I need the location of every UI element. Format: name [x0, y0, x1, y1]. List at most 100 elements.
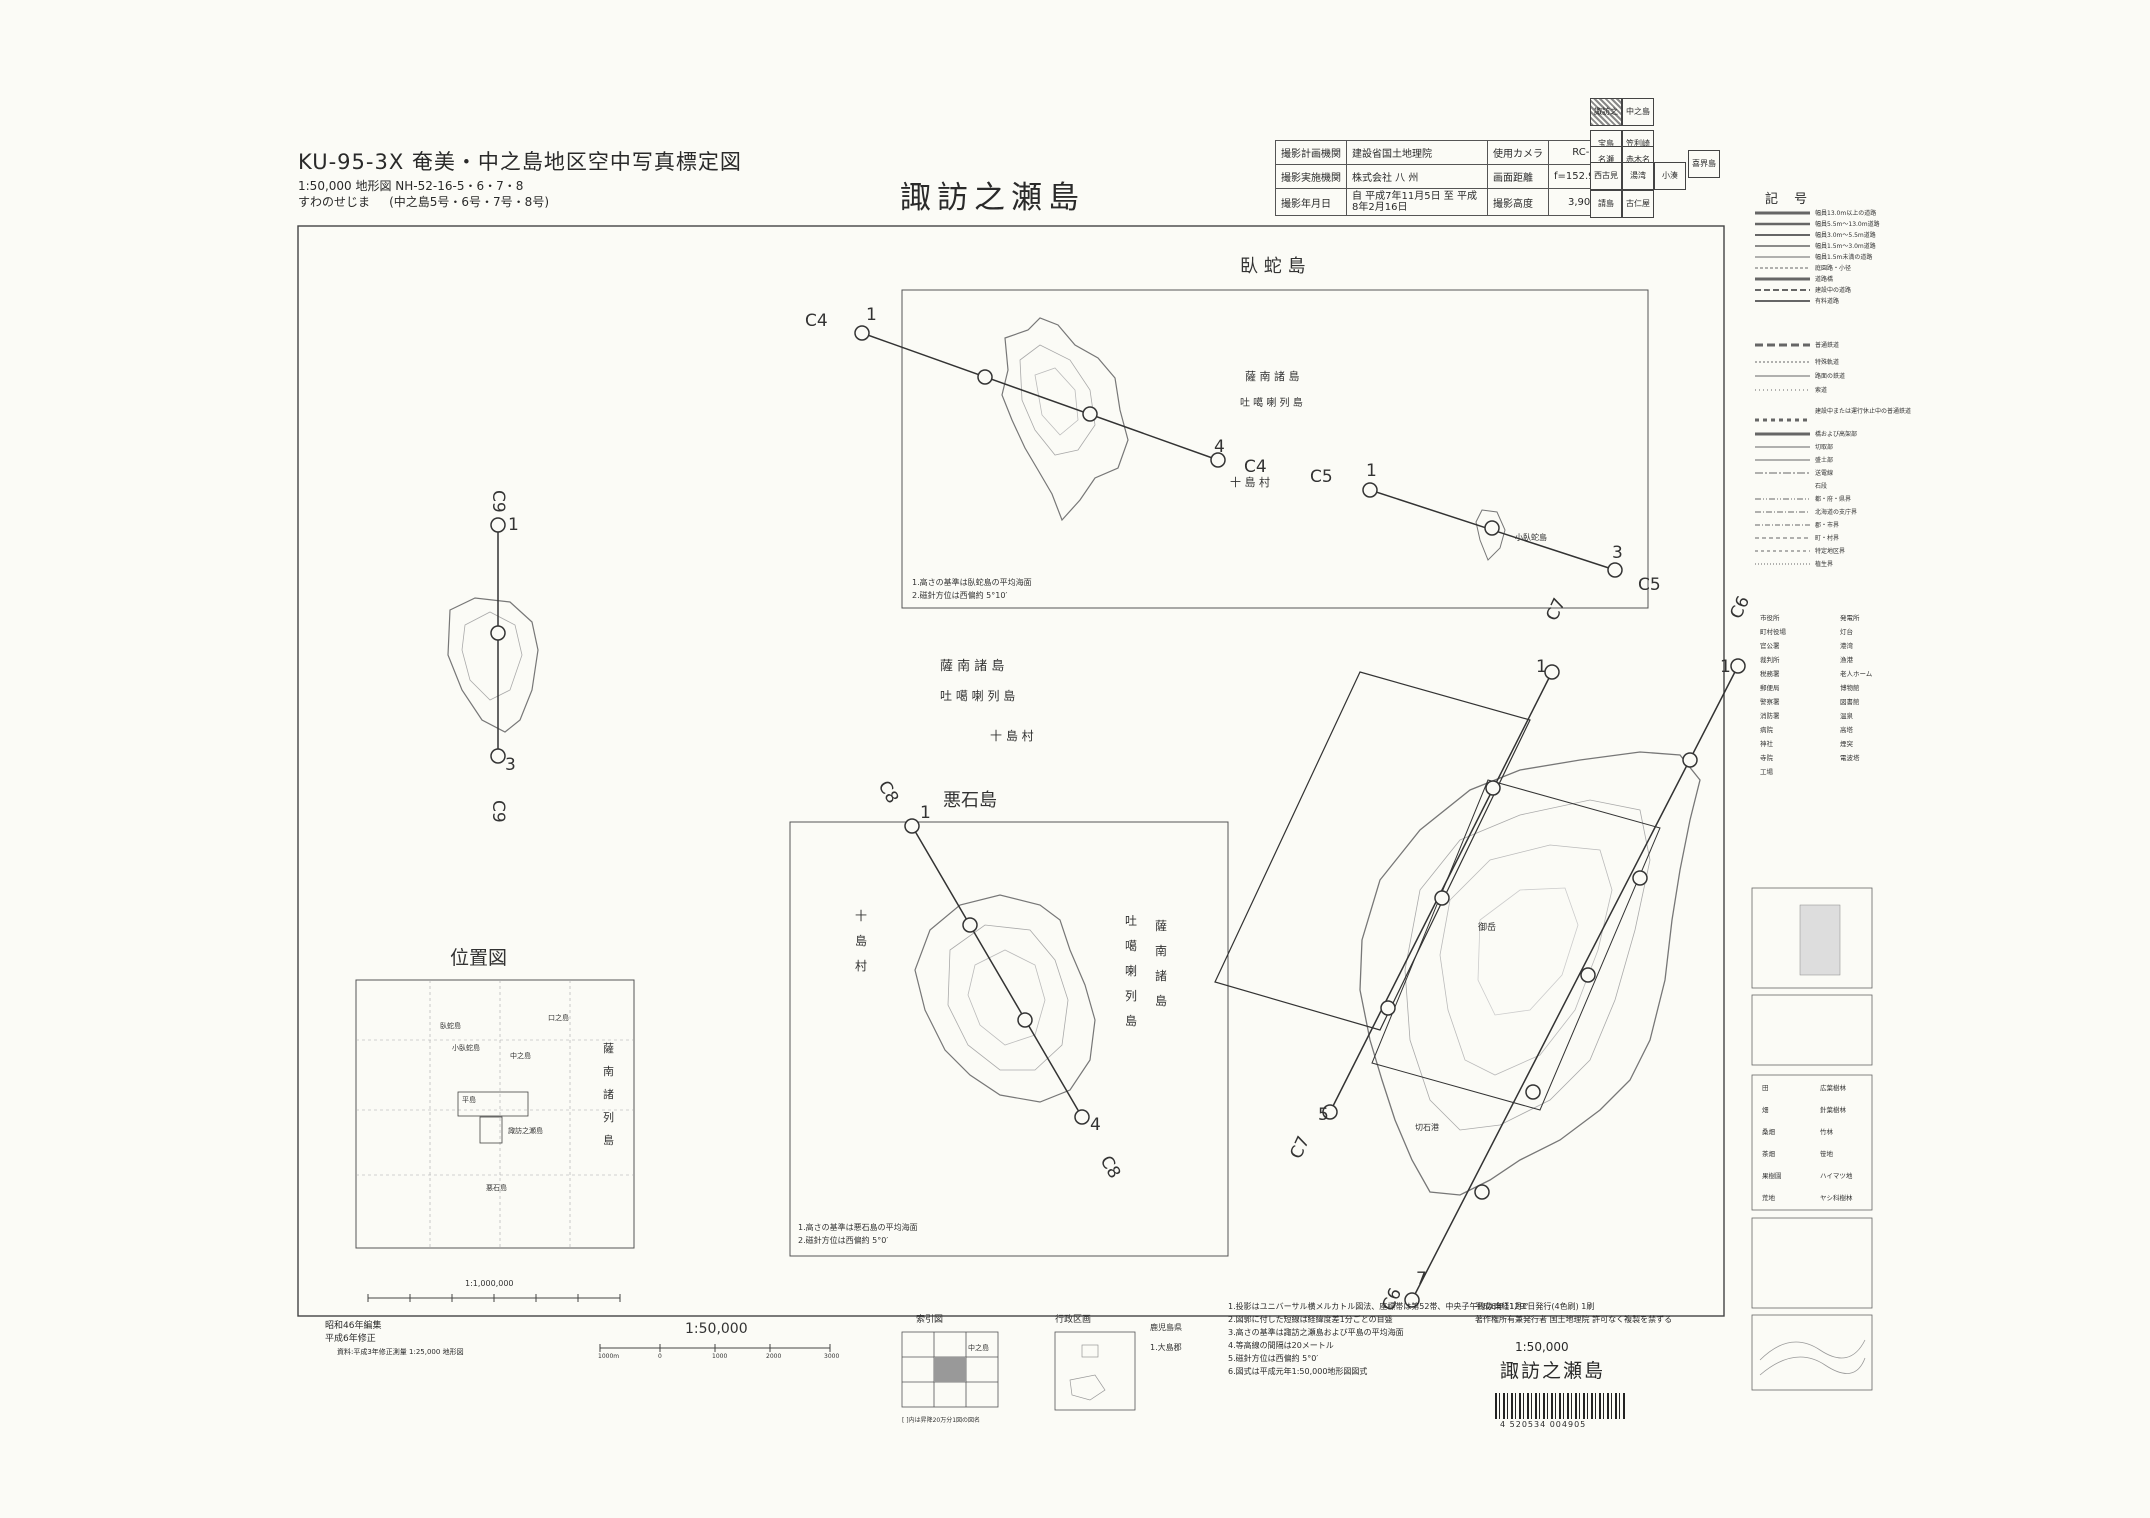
svg-text:灯台: 灯台 — [1840, 627, 1853, 636]
akuseki-village-char: 島 — [1155, 993, 1167, 1008]
photo-coverage-frame — [1371, 779, 1661, 1111]
photo-center-c6 — [1404, 1292, 1420, 1308]
svg-text:郡・市界: 郡・市界 — [1815, 521, 1839, 529]
akuseki-village-char: 諸 — [1155, 968, 1167, 983]
legend-landuse: 田 畑 桑畑 茶畑 果樹園 荒地 広葉樹林 針葉樹林 竹林 笹地 ハイマツ地 ヤ… — [1762, 1083, 1853, 1202]
photo-center-c8 — [1074, 1109, 1090, 1125]
location-highlight-2 — [479, 1116, 503, 1144]
index-box: 請島 — [1590, 190, 1622, 218]
index-box: 喜界島 — [1688, 150, 1720, 178]
legend-line-labels: 幅員13.0m以上の道路 幅員5.5m〜13.0m道路 幅員3.0m〜5.5m道… — [1815, 209, 1911, 568]
map-note: 5.磁針方位は西偏約 5°0′ — [1228, 1354, 1319, 1363]
bottom-scale-bar — [599, 1344, 831, 1352]
flight-start-c7: 1 — [1536, 657, 1547, 677]
index-box: 小湊 — [1654, 162, 1686, 190]
admin-county: 1.大島郡 — [1150, 1342, 1182, 1352]
page-title: 諏訪之瀬島 — [900, 180, 1085, 216]
peak-label: 御岳 — [1478, 921, 1496, 933]
akusekijima-inset-frame — [789, 821, 1229, 1257]
flight-label-c8: C8 — [874, 778, 903, 808]
flight-start-c5: 1 — [1366, 461, 1377, 481]
compiled-line: 昭和46年編集 — [325, 1321, 382, 1331]
akuseki-village-char: 薩 — [1155, 919, 1167, 933]
svg-text:電波塔: 電波塔 — [1840, 753, 1860, 762]
akusekijima-coastline — [914, 894, 1096, 1103]
flight-line-c4 — [861, 332, 1219, 461]
suwanosejima-coastline — [1359, 751, 1701, 1196]
flight-end-c8: 4 — [1090, 1115, 1101, 1135]
svg-text:税務署: 税務署 — [1760, 669, 1780, 678]
photo-center-c4 — [1082, 406, 1098, 422]
svg-text:道路橋: 道路橋 — [1815, 275, 1833, 283]
gajajima-contour — [1019, 344, 1096, 456]
akuseki-village-char: 噶 — [1125, 939, 1137, 953]
info-key: 撮影高度 — [1487, 188, 1549, 216]
photo-info-table: 撮影計画機関 建設省国土地理院 使用カメラ RC-10 撮影実施機関 株式会社 … — [1275, 140, 1627, 216]
svg-text:田: 田 — [1762, 1084, 1769, 1092]
legend-title: 記 号 — [1765, 192, 1814, 207]
svg-text:図書館: 図書館 — [1840, 697, 1860, 706]
svg-text:送電線: 送電線 — [1815, 469, 1833, 477]
svg-text:郵便局: 郵便局 — [1760, 683, 1780, 692]
flight-label-c6: C6 — [1726, 593, 1754, 622]
index-box: 西古見 — [1590, 162, 1622, 190]
svg-text:索道: 索道 — [1815, 386, 1827, 394]
photo-center-c6 — [1580, 967, 1596, 983]
publisher-block: 平成6年11月1日発行(4色刷) 1刷 著作権所有兼発行者 国土地理院 許可なく… — [1475, 1300, 1672, 1326]
scale-tick: 1000 — [712, 1353, 727, 1360]
photo-center-c5 — [1607, 562, 1623, 578]
map-neatline — [297, 225, 1725, 1317]
map-note: 4.等高線の間隔は20メートル — [1228, 1341, 1334, 1350]
svg-text:煙突: 煙突 — [1840, 739, 1854, 748]
legend-contour-sample — [1751, 1314, 1873, 1391]
akusekijima-note-1: 1.高さの基準は悪石島の平均海面 — [798, 1222, 918, 1232]
svg-text:建設中の道路: 建設中の道路 — [1815, 286, 1851, 294]
svg-text:神社: 神社 — [1760, 739, 1774, 748]
svg-text:工場: 工場 — [1760, 767, 1774, 776]
svg-text:港湾: 港湾 — [1840, 641, 1854, 650]
location-village-char: 南 — [603, 1065, 614, 1078]
svg-text:幅員13.0m以上の道路: 幅員13.0m以上の道路 — [1815, 209, 1876, 217]
akuseki-village-char: 十 — [855, 909, 867, 923]
publisher-sheet-name: 諏訪之瀬島 — [1500, 1360, 1606, 1382]
barcode-number: 4 520534 004905 — [1500, 1420, 1587, 1429]
akusekijima-contour — [967, 949, 1046, 1046]
legend-buildings: 市役所 町村役場 官公署 裁判所 税務署 郵便局 警察署 消防署 病院 神社 寺… — [1760, 613, 1873, 776]
photo-center-c5 — [1484, 520, 1500, 536]
gajajima-village-1: 薩 南 諸 島 — [1245, 369, 1300, 383]
flight-end-c4: 4 — [1214, 437, 1225, 457]
photo-center-c7 — [1434, 890, 1450, 906]
index-box: 湯湾 — [1622, 162, 1654, 190]
akuseki-village-char: 南 — [1155, 943, 1167, 958]
port-label: 切石港 — [1415, 1122, 1439, 1132]
flight-start-c9: 1 — [508, 515, 519, 535]
admin-map-frame — [1054, 1331, 1136, 1411]
flight-line-c6 — [1411, 665, 1739, 1301]
location-map-scale: 1:1,000,000 — [465, 1279, 514, 1288]
gajajima-note-2: 2.磁針方位は西偏約 5°10′ — [912, 590, 1007, 600]
legend-town-block — [1799, 904, 1841, 976]
flight-label-c4: C4 — [805, 311, 828, 331]
svg-text:針葉樹林: 針葉樹林 — [1820, 1105, 1847, 1114]
location-map-frame — [355, 979, 635, 1249]
main-village-3: 十 島 村 — [990, 728, 1034, 743]
suwanosejima-contour — [1477, 887, 1579, 1016]
location-village-char: 列 — [603, 1110, 614, 1124]
flight-end-c6: 7 — [1416, 1269, 1427, 1289]
map-note: 1.投影はユニバーサル横メルカトル図法、座標帯は第52帯、中央子午線は東経129… — [1228, 1302, 1529, 1311]
akuseki-village-char: 島 — [1125, 1013, 1137, 1028]
location-scale-bar — [367, 1294, 621, 1302]
bottom-scale: 1:50,000 — [685, 1321, 748, 1337]
akuseki-village-char: 島 — [855, 933, 867, 948]
svg-text:幅員3.0m〜5.5m道路: 幅員3.0m〜5.5m道路 — [1815, 231, 1876, 239]
info-value: 自 平成7年11月5日 至 平成8年2月16日 — [1346, 188, 1488, 216]
flight-lines — [490, 325, 1746, 1308]
photo-center-c4 — [1210, 452, 1226, 468]
akuseki-village-char: 村 — [855, 959, 867, 973]
svg-text:切取部: 切取部 — [1815, 443, 1833, 451]
photo-center-c6 — [1525, 1084, 1541, 1100]
scale-tick: 0 — [658, 1353, 662, 1360]
legend-line-symbols — [1755, 211, 1810, 565]
svg-text:建設中または運行休止中の普通鉄道: 建設中または運行休止中の普通鉄道 — [1815, 407, 1911, 415]
svg-text:警察署: 警察署 — [1760, 697, 1780, 706]
